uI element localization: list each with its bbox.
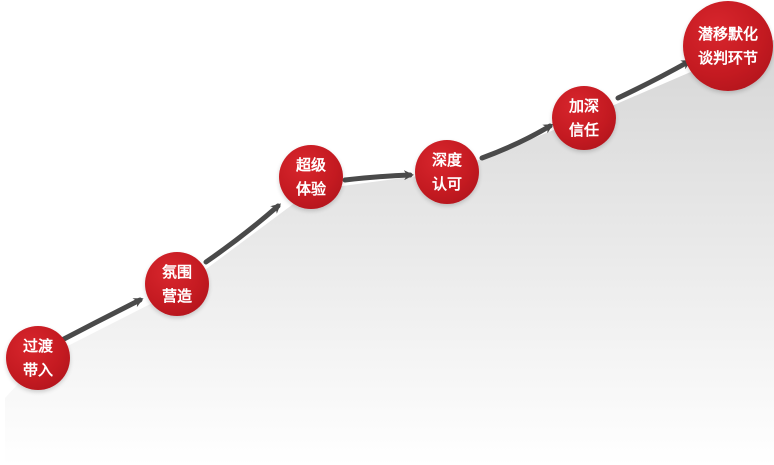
step-node-2: 氛围 营造 <box>145 252 209 316</box>
arrow-3-to-4 <box>342 170 414 183</box>
rising-area <box>5 40 774 465</box>
step-2-line2: 营造 <box>161 287 192 305</box>
step-1-line1: 过渡 <box>22 337 53 355</box>
step-3-line2: 体验 <box>295 180 326 198</box>
step-node-3: 超级 体验 <box>279 145 343 209</box>
step-node-1: 过渡 带入 <box>6 326 70 390</box>
arrow-5-to-6 <box>615 59 692 101</box>
step-5-line1: 加深 <box>568 97 599 115</box>
step-node-4: 深度 认可 <box>415 140 479 204</box>
arrow-1-to-2 <box>59 297 144 343</box>
step-6-line1: 潜移默化 <box>697 25 758 43</box>
step-node-5: 加深 信任 <box>552 86 616 150</box>
step-5-line2: 信任 <box>568 121 599 139</box>
step-6-line2: 谈判环节 <box>697 49 758 67</box>
arrow-2-to-3 <box>203 203 282 265</box>
arrow-4-to-5 <box>479 123 554 161</box>
step-4-line1: 深度 <box>431 151 462 169</box>
step-node-6: 潜移默化 谈判环节 <box>683 1 773 91</box>
step-2-line1: 氛围 <box>161 263 192 281</box>
step-4-line2: 认可 <box>431 175 462 193</box>
step-1-line2: 带入 <box>22 361 53 379</box>
step-3-line1: 超级 <box>295 156 326 174</box>
